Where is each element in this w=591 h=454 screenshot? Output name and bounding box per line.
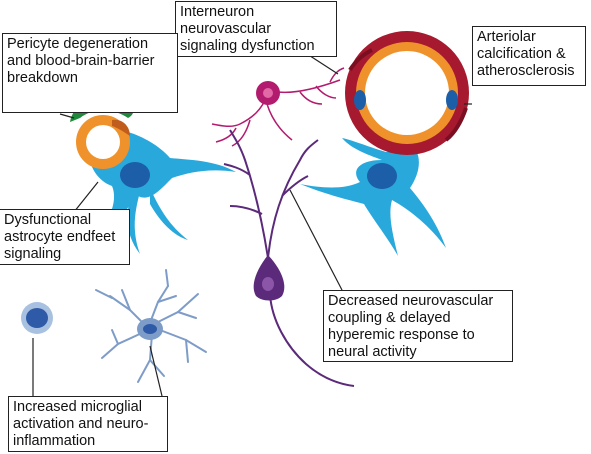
label-microglia-line-1: Increased microglial xyxy=(13,399,142,415)
label-arteriolar-line-3: atherosclerosis xyxy=(477,63,575,79)
label-microglia: Increased microglial activation and neur… xyxy=(8,396,168,452)
label-astrocyte-line-2: astrocyte endfeet xyxy=(4,229,116,245)
pyramidal-neuron-nucleus xyxy=(262,277,274,291)
label-interneuron-line-1: Interneuron xyxy=(180,4,255,20)
label-microglia-line-2: activation and neuro- xyxy=(13,416,149,432)
label-interneuron-line-2: neurovascular xyxy=(180,21,272,37)
label-coupling-line-1: Decreased neurovascular xyxy=(328,293,494,309)
label-astrocyte: Dysfunctional astrocyte endfeet signalin… xyxy=(0,209,130,265)
label-interneuron: Interneuron neurovascular signaling dysf… xyxy=(175,1,337,57)
label-pericyte: Pericyte degeneration and blood-brain-ba… xyxy=(2,33,178,113)
pyramidal-neuron-dendrites xyxy=(223,129,355,387)
label-pericyte-line-1: Pericyte degeneration xyxy=(7,36,149,52)
label-coupling-line-2: coupling & delayed xyxy=(328,310,451,326)
label-astrocyte-line-1: Dysfunctional xyxy=(4,212,92,228)
label-arteriolar-line-1: Arteriolar xyxy=(477,29,536,45)
arteriole xyxy=(345,31,469,155)
right-astrocyte xyxy=(300,138,446,256)
interneuron xyxy=(211,67,345,147)
resting-cell-nucleus xyxy=(26,308,48,328)
label-astrocyte-line-3: signaling xyxy=(4,246,62,262)
label-interneuron-line-3: signaling dysfunction xyxy=(180,38,315,54)
label-microglia-line-3: inflammation xyxy=(13,433,96,449)
label-coupling-line-3: hyperemic response to xyxy=(328,327,475,343)
interneuron-nucleus xyxy=(263,88,273,98)
label-coupling-line-4: neural activity xyxy=(328,344,417,360)
label-coupling: Decreased neurovascular coupling & delay… xyxy=(323,290,513,362)
label-arteriolar: Arteriolar calcification & atheroscleros… xyxy=(472,26,586,86)
microglia-nucleus xyxy=(143,324,157,334)
label-pericyte-line-2: and blood-brain-barrier xyxy=(7,53,155,69)
label-arteriolar-line-2: calcification & xyxy=(477,46,566,62)
label-pericyte-line-3: breakdown xyxy=(7,70,78,86)
